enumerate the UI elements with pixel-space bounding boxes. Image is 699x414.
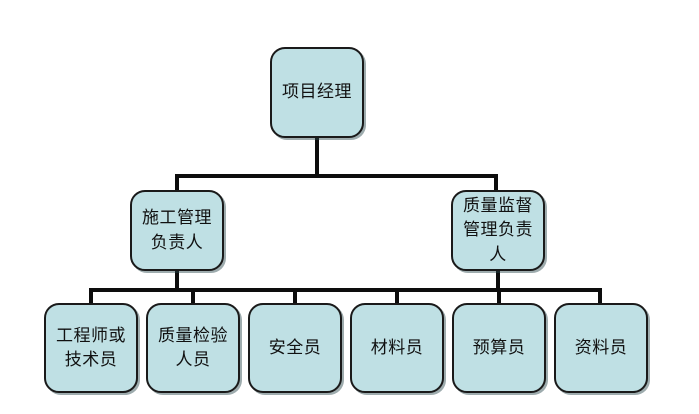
connector-drop-construction (175, 174, 179, 192)
org-node-label: 工程师或 技术员 (56, 325, 126, 369)
connector-drop-document (598, 288, 602, 305)
org-node-quality-supervisor[interactable]: 质量监督 管理负责 人 (451, 190, 545, 271)
connector-level2-bus (175, 174, 498, 178)
org-node-material-officer[interactable]: 材料员 (350, 303, 444, 393)
org-node-construction-manager[interactable]: 施工管理 负责人 (130, 190, 224, 271)
org-node-label: 资料员 (574, 337, 628, 357)
connector-drop-budget (497, 288, 501, 305)
org-node-budget-officer[interactable]: 预算员 (452, 303, 546, 393)
connector-drop-safety (293, 288, 297, 305)
connector-stem-construction (175, 270, 179, 291)
connector-drop-material (395, 288, 399, 305)
org-node-engineer[interactable]: 工程师或 技术员 (44, 303, 138, 393)
connector-drop-quality (494, 174, 498, 192)
org-node-label: 材料员 (370, 337, 424, 357)
connector-drop-inspector (191, 288, 195, 305)
org-node-label: 施工管理 负责人 (142, 208, 212, 252)
org-node-label: 质量监督 管理负责 人 (463, 196, 533, 264)
connector-level3-bus (89, 288, 602, 292)
org-node-label: 项目经理 (282, 82, 352, 102)
org-node-document-officer[interactable]: 资料员 (554, 303, 648, 393)
connector-top-stem (315, 138, 319, 176)
org-node-project-manager[interactable]: 项目经理 (270, 47, 364, 138)
org-node-label: 安全员 (268, 337, 322, 357)
connector-drop-engineer (89, 288, 93, 305)
org-node-label: 质量检验 人员 (158, 325, 228, 369)
org-node-label: 预算员 (472, 337, 526, 357)
org-node-quality-inspector[interactable]: 质量检验 人员 (146, 303, 240, 393)
org-node-safety-officer[interactable]: 安全员 (248, 303, 342, 393)
connector-stem-quality (496, 270, 500, 291)
